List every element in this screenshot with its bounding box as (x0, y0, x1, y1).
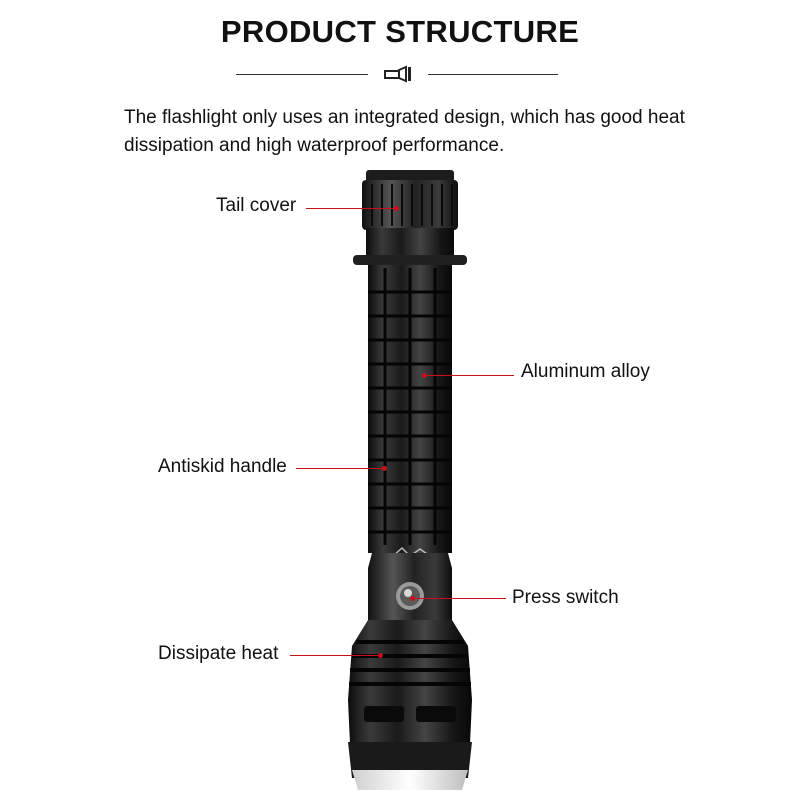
callout-aluminum-alloy: Aluminum alloy (521, 361, 650, 382)
leader-press-switch (414, 598, 506, 599)
marker-press-switch (410, 596, 415, 601)
marker-dissipate-heat (378, 653, 383, 658)
title-divider-left (236, 74, 368, 75)
leader-aluminum-alloy (426, 375, 514, 376)
handle-body (368, 265, 452, 557)
marker-antiskid-handle (382, 466, 387, 471)
leader-tail-cover (306, 208, 396, 209)
intro-text: The flashlight only uses an integrated d… (124, 107, 685, 156)
title-divider-right (428, 74, 558, 75)
flashlight-icon (384, 65, 411, 83)
callout-dissipate-heat: Dissipate heat (158, 643, 279, 664)
leader-dissipate-heat (290, 655, 380, 656)
callout-antiskid-handle: Antiskid handle (158, 456, 287, 477)
callout-press-switch: Press switch (512, 587, 619, 608)
tail-cover (353, 170, 467, 265)
marker-tail-cover (394, 206, 399, 211)
callout-tail-cover: Tail cover (216, 195, 297, 216)
page-title: PRODUCT STRUCTURE (220, 14, 580, 49)
leader-antiskid-handle (296, 468, 384, 469)
switch-collar (368, 553, 452, 622)
marker-aluminum-alloy (422, 373, 427, 378)
head (348, 620, 472, 790)
